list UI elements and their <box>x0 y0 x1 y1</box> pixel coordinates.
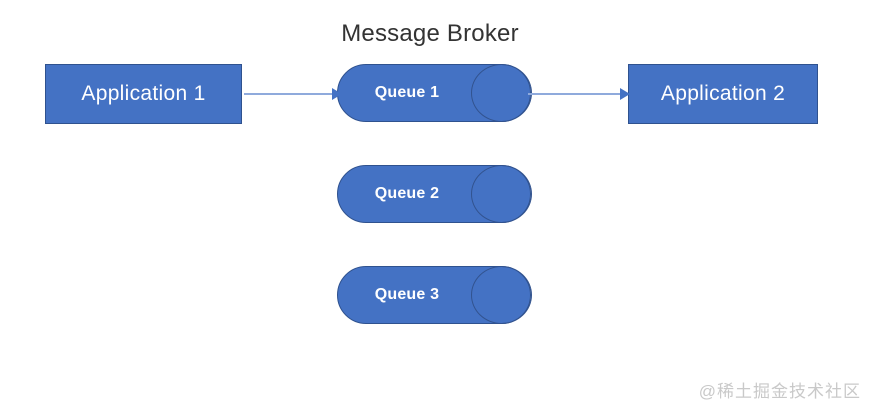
queue-3-cylinder[interactable]: Queue 3 <box>337 265 532 324</box>
application-1-label: Application 1 <box>81 82 206 105</box>
queue-1-cylinder[interactable]: Queue 1 <box>337 63 532 122</box>
queue-1-label: Queue 1 <box>374 84 440 101</box>
arrow-head-icon <box>620 88 630 100</box>
application-2-label: Application 2 <box>660 82 786 105</box>
application-1-box[interactable]: Application 1 <box>45 64 242 124</box>
queue-2-label: Queue 2 <box>374 185 440 202</box>
arrow-shaft <box>244 93 336 95</box>
queue-2-cylinder[interactable]: Queue 2 <box>337 164 532 223</box>
arrow-head-icon <box>332 88 342 100</box>
queue-3-label: Queue 3 <box>374 286 440 303</box>
cylinder-end-ellipse-icon <box>470 164 532 223</box>
application-2-box[interactable]: Application 2 <box>628 64 818 124</box>
page-title: Message Broker <box>341 20 519 47</box>
arrow-queue1-to-application2 <box>528 86 632 102</box>
cylinder-end-ellipse-icon <box>470 265 532 324</box>
cylinder-end-ellipse-icon <box>470 63 532 122</box>
watermark: @稀土掘金技术社区 <box>698 382 861 401</box>
arrow-application1-to-queue1 <box>244 86 344 102</box>
arrow-shaft <box>528 93 624 95</box>
